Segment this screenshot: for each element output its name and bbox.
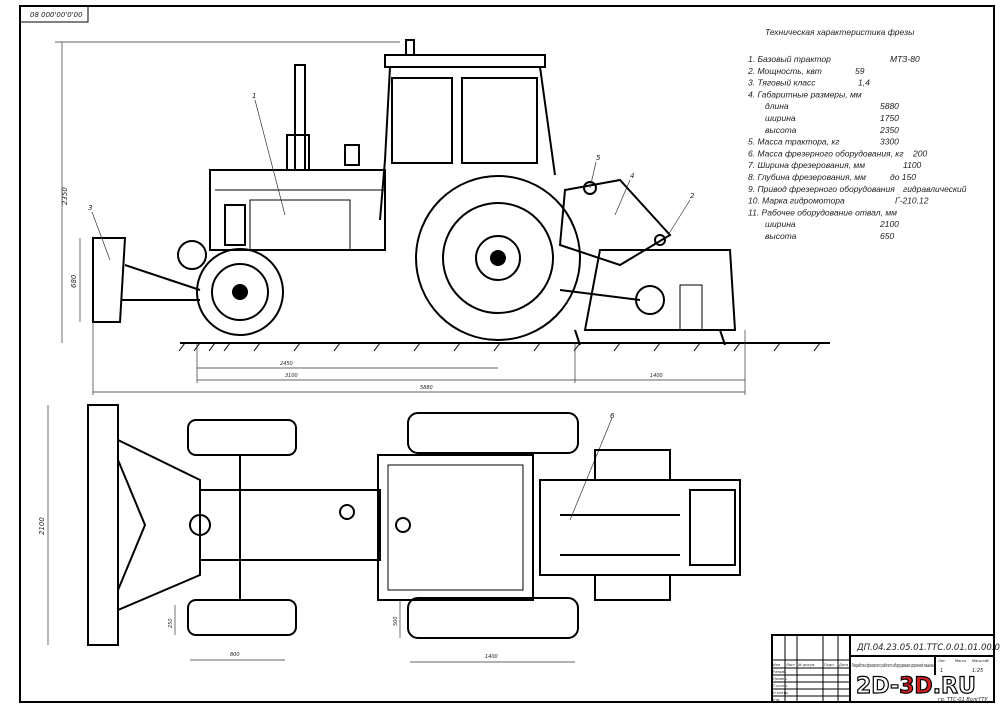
title-sheet: 1 (940, 668, 943, 674)
top-code: 08 000'00'0'00 (30, 11, 83, 19)
spec-value: 2350 (879, 125, 899, 135)
label: Лист (785, 663, 796, 667)
dim-front-tire: 250 (168, 618, 174, 628)
spec-label: 1. Базовый трактор (748, 54, 831, 64)
spec-label: ширина (765, 113, 796, 123)
milling-equipment-side (558, 178, 737, 346)
spec-label: 4. Габаритные размеры, мм (748, 89, 862, 99)
spec-label: 6. Масса фрезерного оборудования, кг (748, 148, 904, 158)
spec-label: высота (765, 125, 797, 135)
spec-label: 7. Ширина фрезерования, мм (748, 160, 865, 170)
title-block: ДП.04.23.05.01.ТТС.0.01.01.00.000 ВО Раз… (771, 634, 1000, 703)
side-dimensions: 2350 680 2450 3100 5880 1400 (55, 41, 746, 395)
watermark-logo: 2D-3D.RU (855, 673, 976, 699)
spec-label: 5. Масса трактора, кг (748, 137, 840, 147)
spec-label: 3. Тяговый класс (748, 78, 816, 88)
tractor-side-view (177, 39, 581, 341)
spec-value: до 150 (890, 172, 916, 182)
label: Масштаб (972, 659, 989, 663)
spec-label: 2. Мощность, квт (747, 66, 822, 76)
label: № докум. (797, 663, 815, 667)
spec-value: Г-210.12 (895, 196, 929, 206)
spec-value: 1,4 (858, 78, 870, 88)
label: Н.контр. (773, 691, 789, 695)
spec-value: 3300 (880, 137, 899, 147)
spec-value: МТЗ-80 (890, 54, 920, 64)
dim-total-len: 5880 (420, 385, 433, 391)
spec-label: 10. Марка гидромотора (748, 196, 845, 206)
spec-value: гидравлический (903, 184, 967, 194)
spec-value: 650 (880, 231, 894, 241)
label: 2D- (856, 674, 899, 699)
label: Т.контр. (773, 684, 788, 688)
label: Масса (955, 659, 966, 663)
dim-mill-len: 1400 (650, 373, 663, 379)
spec-value: 1100 (903, 160, 922, 170)
callout-4: 4 (630, 172, 634, 180)
spec-value: 5880 (880, 101, 899, 111)
label: Разраб. (773, 670, 787, 674)
label: 3D (899, 674, 933, 699)
label: Подп. (824, 663, 835, 667)
dim-front-len: 800 (230, 652, 240, 658)
spec-value: 59 (855, 66, 865, 76)
title-group: гр. ТТС-01 ВолгГТУ (938, 697, 988, 703)
dim-base-len: 3100 (285, 373, 298, 379)
callout-2: 2 (690, 192, 695, 200)
spec-label: ширина (765, 219, 796, 229)
spec-label: длина (765, 101, 789, 111)
dim-wheelbase: 2450 (280, 361, 293, 367)
tractor-top-view (87, 404, 741, 646)
spec-label: 8. Глубина фрезерования, мм (748, 172, 866, 182)
callout-6: 6 (610, 412, 615, 420)
callout-3: 3 (88, 204, 92, 212)
callouts: 1 2 3 4 5 6 (88, 92, 695, 521)
top-dimensions: 2100 250 800 500 1400 (38, 405, 575, 663)
title-scale: 1:25 (972, 668, 983, 674)
callout-1: 1 (252, 92, 256, 100)
spec-label: 9. Привод фрезерного оборудования (748, 184, 895, 194)
spec-label: высота (765, 231, 797, 241)
callout-5: 5 (596, 154, 601, 162)
dim-rear-tire: 500 (393, 616, 399, 626)
sheet-frame (19, 5, 995, 703)
spec-label: 11. Рабочее оборудование отвал, мм (748, 207, 897, 217)
label: .RU (933, 674, 976, 699)
label: Лит. (937, 659, 946, 663)
code-box (19, 5, 89, 23)
dozer-blade-side (92, 237, 201, 323)
title-name: Разработка фрезерного рабочего оборудова… (852, 663, 934, 669)
label: Утв. (773, 698, 780, 702)
spec-value: 200 (912, 148, 927, 158)
spec-table: Техническая характеристика фрезы 1. Базо… (747, 27, 967, 241)
dim-blade-height: 680 (70, 274, 78, 288)
spec-title: Техническая характеристика фрезы (765, 27, 915, 37)
ground-line (178, 342, 830, 352)
svg-text:2D-3D.RU: 2D-3D.RU (856, 674, 976, 699)
title-code: ДП.04.23.05.01.ТТС.0.01.01.00.000 ВО (856, 643, 1000, 653)
spec-value: 1750 (880, 113, 899, 123)
dim-blade-width: 2100 (38, 517, 46, 535)
label: Провер. (773, 677, 788, 681)
spec-value: 2100 (879, 219, 899, 229)
label: Дата (838, 663, 848, 667)
label: Изм (773, 663, 780, 667)
dim-height-total: 2350 (61, 187, 69, 205)
dim-rear-len: 1400 (485, 654, 498, 660)
